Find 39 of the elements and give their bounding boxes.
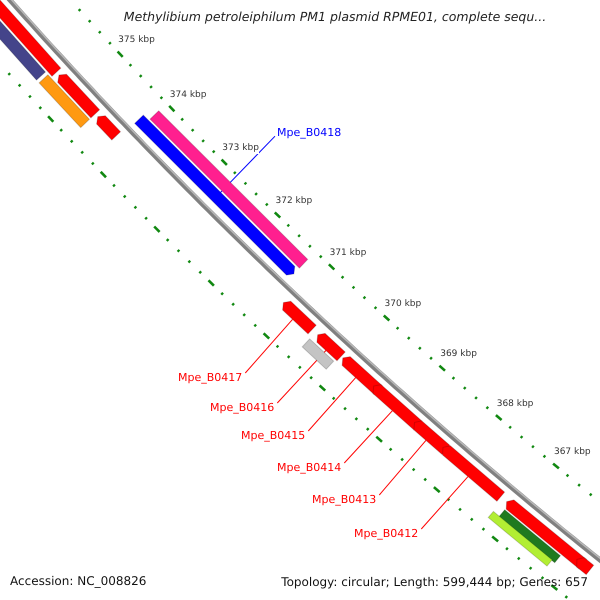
gene-bar [38, 74, 90, 128]
scale-label: 372 kbp [276, 196, 312, 207]
footer-text: Accession: NC_008826 [10, 574, 146, 588]
gene-bar [442, 445, 506, 502]
gene-bar [282, 300, 317, 335]
leader-line [244, 318, 293, 374]
scale-label: 368 kbp [496, 398, 534, 410]
scale-label: 373 kbp [222, 143, 259, 154]
leader-line [276, 350, 326, 404]
scale-label: 374 kbp [170, 90, 206, 100]
gene-label: Mpe_B0412 [354, 527, 418, 540]
leader-line [420, 476, 468, 530]
gene-bar [96, 115, 122, 141]
map-title: Methylibium petroleiphilum PM1 plasmid RPME01, complete sequ... [124, 9, 546, 24]
scale-label: 371 kbp [330, 248, 366, 259]
gene-bar [342, 356, 383, 396]
gene-bar [488, 510, 553, 567]
scale-label: 367 kbp [554, 446, 591, 458]
gene-bar [413, 420, 450, 456]
gene-bar [57, 74, 100, 119]
gene-bar [506, 499, 588, 570]
gene-bar [0, 0, 62, 78]
gene-label: Mpe_B0413 [312, 493, 376, 506]
gene-bar [316, 332, 346, 362]
gene-label: Mpe_B0414 [277, 461, 342, 474]
leader-line [378, 440, 426, 496]
footer-text: Topology: circular; Length: 599,444 bp; Genes: 657 [281, 575, 588, 590]
leader-line [308, 377, 356, 432]
gene-label: Mpe_B0418 [277, 126, 342, 140]
leader-line [344, 410, 393, 464]
gene-label: Mpe_B0416 [210, 401, 274, 414]
gene-bar [302, 338, 334, 370]
scale-label: 375 kbp [118, 35, 155, 46]
scale-label: 369 kbp [440, 349, 477, 360]
gene-label: Mpe_B0417 [178, 371, 242, 384]
gene-bar [576, 557, 594, 576]
gene-label: Mpe_B0415 [241, 429, 306, 442]
gene-bar [372, 384, 422, 431]
scale-label: 370 kbp [384, 299, 422, 310]
